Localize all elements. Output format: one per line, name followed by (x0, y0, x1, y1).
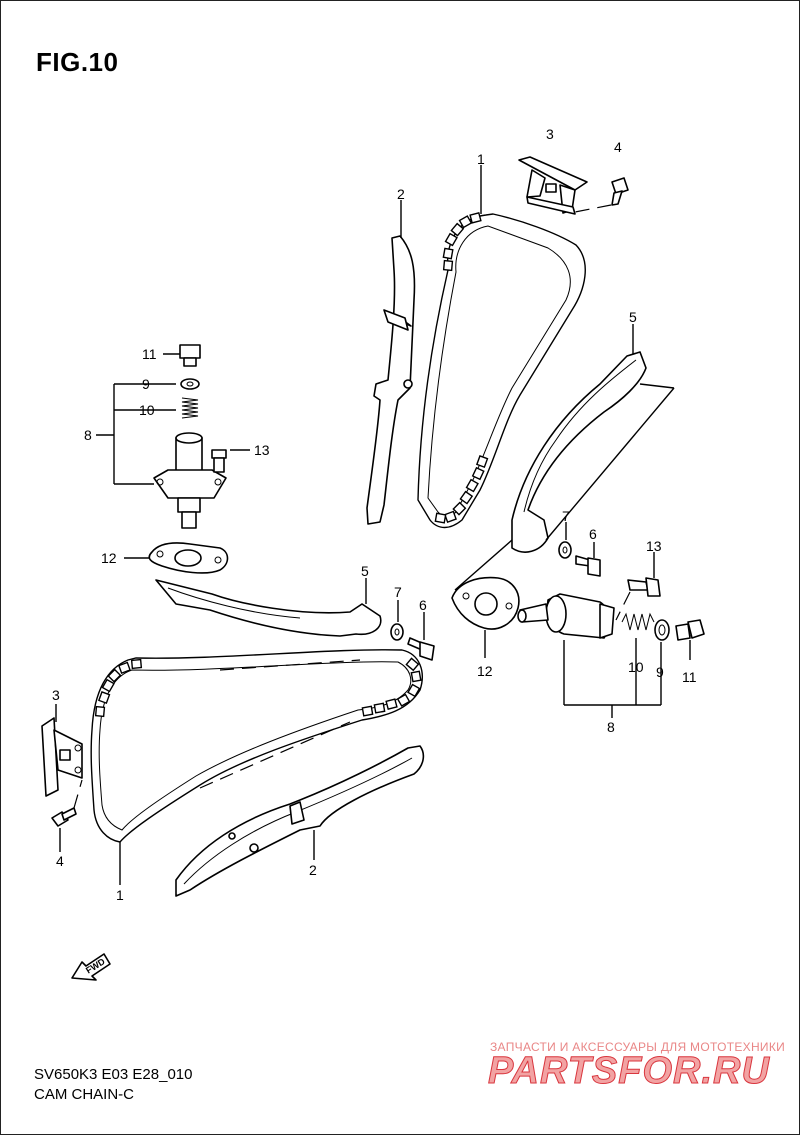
lower-chain-guide[interactable] (175, 745, 425, 897)
upper-washer-7[interactable] (558, 522, 572, 559)
model-code: SV650K3 E03 E28_010 (34, 1066, 193, 1083)
lower-guide-plate[interactable] (41, 704, 83, 797)
upper-guide-plate[interactable] (518, 156, 588, 215)
left-gasket-12[interactable] (124, 542, 229, 574)
callout-upper-9: 9 (656, 664, 664, 680)
callout-left-10: 10 (139, 402, 155, 418)
watermark-logo: PARTSFOR.RU (488, 1050, 770, 1093)
left-assy-bracket (96, 383, 176, 485)
callout-upper-1: 1 (477, 151, 485, 167)
callout-lower-6: 6 (419, 597, 427, 613)
callout-upper-10: 10 (628, 659, 644, 675)
fwd-arrow-icon: FWD (71, 953, 111, 981)
callout-labels: 3 4 1 2 5 7 6 13 12 10 9 11 8 11 9 10 8 … (52, 126, 697, 903)
upper-adjuster-body[interactable] (517, 593, 615, 639)
callout-lower-4: 4 (56, 853, 64, 869)
callout-lower-5: 5 (361, 563, 369, 579)
left-bolt-13[interactable] (211, 449, 250, 473)
lower-plate-bolt[interactable] (51, 779, 83, 852)
callout-upper-4: 4 (614, 139, 622, 155)
callout-upper-8: 8 (607, 719, 615, 735)
callout-upper-13: 13 (646, 538, 662, 554)
upper-tensioner-blade[interactable] (511, 324, 675, 553)
left-washer-9[interactable] (180, 378, 200, 390)
upper-washer[interactable] (654, 619, 670, 705)
callout-lower-3: 3 (52, 687, 60, 703)
left-adjuster-body[interactable] (153, 432, 227, 529)
callout-upper-11: 11 (682, 669, 697, 685)
callout-upper-3: 3 (546, 126, 554, 142)
lower-cam-chain[interactable] (90, 649, 423, 885)
callout-left-13: 13 (254, 442, 270, 458)
upper-cap-bolt[interactable] (675, 619, 705, 660)
callout-upper-7: 7 (562, 508, 570, 524)
callout-left-8: 8 (84, 427, 92, 443)
callout-upper-2: 2 (397, 186, 405, 202)
section-name: CAM CHAIN-C (34, 1086, 134, 1103)
upper-bolt-6[interactable] (575, 542, 601, 577)
upper-chain-guide[interactable] (366, 200, 416, 525)
upper-assy-bracket (563, 640, 661, 718)
callout-upper-5: 5 (629, 309, 637, 325)
watermark-tagline: ЗАПЧАСТИ И АКСЕССУАРЫ ДЛЯ МОТОТЕХНИКИ (490, 1040, 786, 1054)
lower-tensioner-blade[interactable] (155, 578, 382, 637)
lower-washer-7[interactable] (390, 600, 404, 641)
upper-spring[interactable] (621, 612, 655, 705)
callout-upper-12: 12 (477, 663, 493, 679)
lower-bolt-6[interactable] (407, 612, 435, 661)
left-spring-10[interactable] (181, 397, 199, 419)
callout-left-12: 12 (101, 550, 117, 566)
figure-title: FIG.10 (36, 47, 119, 77)
callout-left-11: 11 (142, 346, 157, 362)
upper-gasket[interactable] (451, 539, 520, 658)
callout-left-9: 9 (142, 376, 150, 392)
callout-lower-7: 7 (394, 584, 402, 600)
left-cap-bolt[interactable] (163, 344, 201, 367)
upper-plate-bolt[interactable] (574, 177, 629, 213)
callout-lower-1: 1 (116, 887, 124, 903)
callout-upper-6: 6 (589, 526, 597, 542)
upper-cam-chain[interactable] (417, 165, 586, 529)
upper-bolt-13[interactable] (615, 552, 661, 621)
callout-lower-2: 2 (309, 862, 317, 878)
